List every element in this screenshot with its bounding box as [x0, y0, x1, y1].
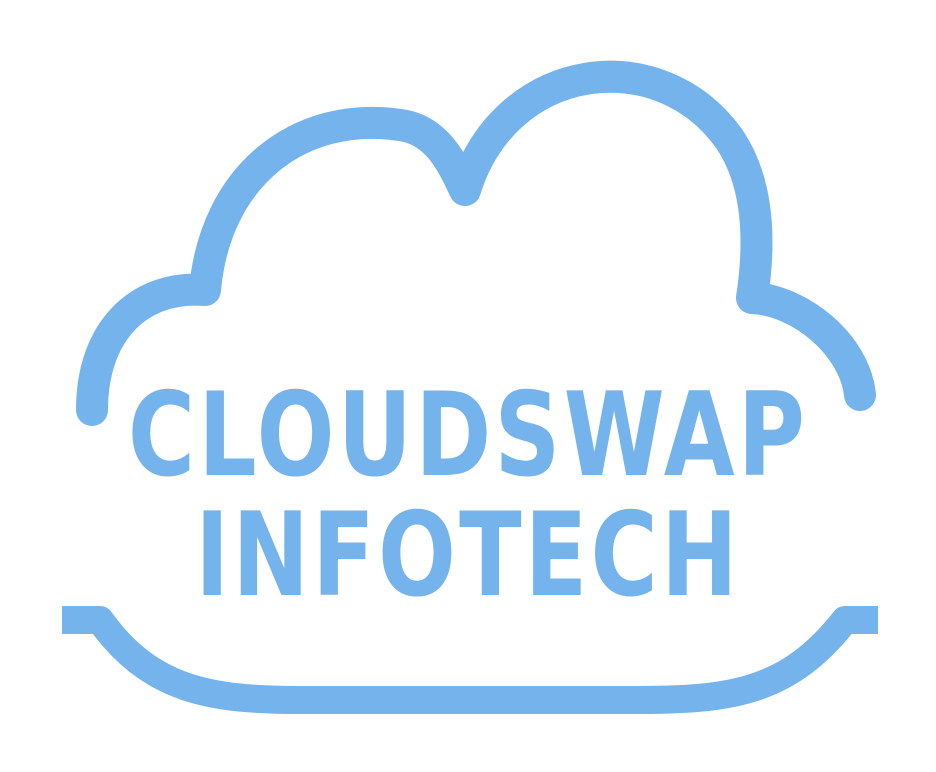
logo-text-line-2: INFOTECH — [195, 488, 741, 623]
logo-text-line-1: CLOUDSWAP — [127, 368, 809, 503]
cloud-bottom-outline — [62, 606, 878, 714]
cloud-top-outline — [76, 60, 876, 426]
